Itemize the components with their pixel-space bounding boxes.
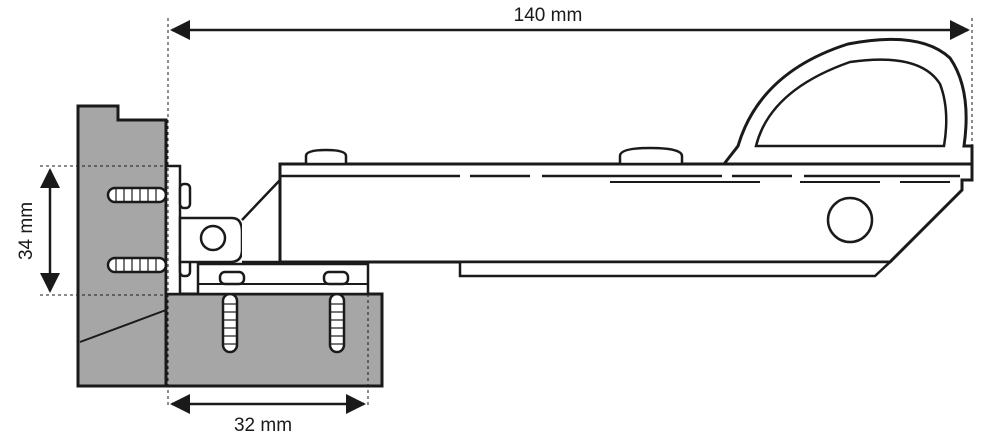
hinge-arm xyxy=(278,162,974,278)
hinge-knuckle xyxy=(178,176,282,264)
arm-bolts xyxy=(304,146,684,166)
handle-loop xyxy=(720,37,974,166)
dimension-label-width: 32 mm xyxy=(234,415,292,436)
shelf-panel xyxy=(164,292,384,388)
horizontal-mount-plate xyxy=(196,262,370,296)
dimension-label-height: 34 mm xyxy=(16,202,37,260)
side-screws xyxy=(106,186,168,274)
dimension-height: 34 mm xyxy=(16,165,166,296)
dimension-label-length: 140 mm xyxy=(514,5,583,26)
dimension-width: 32 mm xyxy=(170,264,369,436)
cabinet-side-panel xyxy=(76,104,168,388)
dimension-overall-length: 140 mm xyxy=(167,5,973,406)
